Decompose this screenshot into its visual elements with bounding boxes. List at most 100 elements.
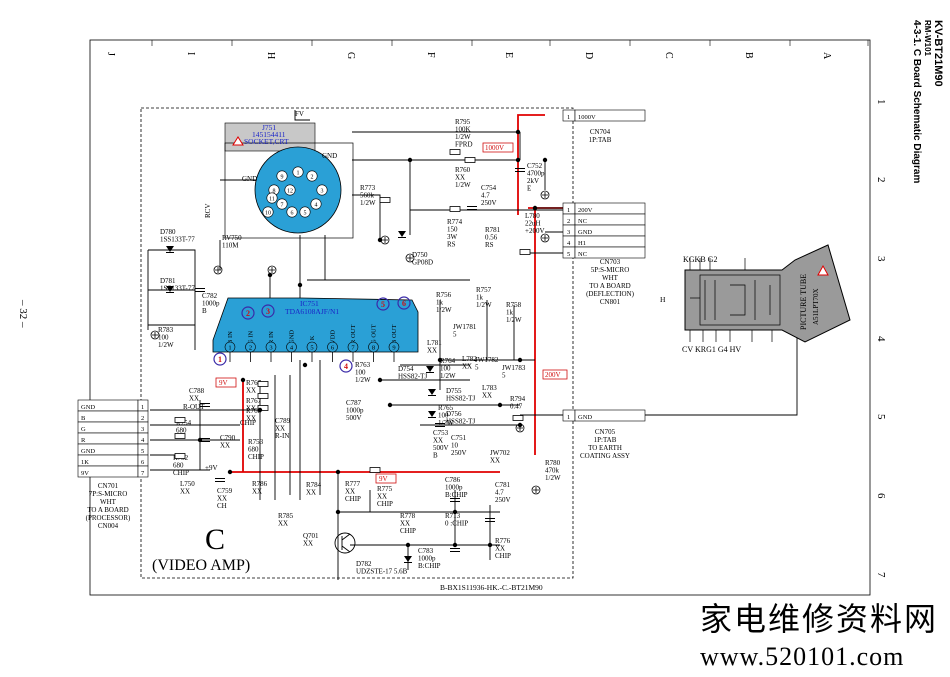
svg-text:250V: 250V: [481, 199, 497, 207]
cn701-pin-num-2: 2: [141, 415, 144, 422]
ic-pin-3: R IN3: [265, 331, 277, 362]
cn701-pin-num-6: 6: [141, 459, 145, 466]
socket-pin-6: 6: [286, 206, 298, 218]
svg-text:2kV: 2kV: [527, 177, 539, 185]
svg-text:R794: R794: [510, 395, 526, 403]
svg-text:CH: CH: [217, 502, 227, 510]
junction-dot-10: [377, 377, 383, 383]
svg-text:B OUT: B OUT: [391, 325, 398, 344]
ic-callout-5: 5: [376, 297, 390, 311]
ic-pin-1: B IN1: [224, 331, 236, 362]
cn703-pin-name-1: 200V: [578, 207, 593, 214]
svg-text:R768: R768: [246, 407, 262, 415]
svg-text:CHIP: CHIP: [400, 527, 416, 535]
svg-text:100: 100: [355, 369, 366, 377]
cn703-pin-num-3: 3: [567, 229, 570, 236]
svg-text:680: 680: [248, 446, 259, 454]
svg-text:R OUT: R OUT: [350, 325, 357, 344]
socket-ref: J751: [262, 123, 276, 132]
svg-text:B: B: [433, 452, 438, 460]
svg-text:100: 100: [440, 365, 451, 373]
resistor-symbol-3: [464, 157, 476, 163]
svg-text:C787: C787: [346, 399, 362, 407]
svg-text:R757: R757: [476, 286, 492, 294]
svg-text:1: 1: [297, 170, 300, 176]
svg-text:RS: RS: [447, 241, 456, 249]
svg-text:XX: XX: [217, 495, 227, 503]
board-code: B-BX1S11936-HK.-C.-BT21M90: [440, 583, 543, 592]
capacitor-symbol-5: [485, 518, 495, 522]
junction-dot-14: [227, 469, 233, 475]
svg-text:XX: XX: [220, 442, 230, 450]
svg-text:R778: R778: [400, 512, 416, 520]
svg-text:R785: R785: [278, 512, 294, 520]
svg-text:2: 2: [249, 345, 252, 352]
junction-dot-9: [437, 357, 443, 363]
junction-dot-16: [335, 509, 341, 515]
svg-text:CHIP: CHIP: [377, 500, 393, 508]
resistor-symbol-8: [174, 417, 186, 423]
junction-dot-3: [542, 157, 548, 163]
svg-text:XX: XX: [306, 489, 316, 497]
sub-model: RM-W101: [923, 20, 932, 57]
svg-text:CHIP: CHIP: [248, 453, 264, 461]
ic-part: TDA6108AJF/N1: [285, 307, 339, 316]
svg-text:150: 150: [447, 226, 458, 234]
svg-text:HSS82-TJ: HSS82-TJ: [446, 418, 475, 426]
svg-text:D782: D782: [356, 560, 372, 568]
tube-bottom-labels: CV KRG1 G4 HV: [682, 345, 741, 354]
capacitor-symbol-7: [215, 478, 225, 482]
svg-text:R767: R767: [246, 397, 262, 405]
resistor-symbol-9: [174, 433, 186, 439]
junction-dot-13: [517, 422, 523, 428]
cn701-pin-num-7: 7: [141, 470, 145, 477]
svg-text:5: 5: [381, 300, 385, 309]
ground-symbol-4: [405, 253, 415, 263]
svg-text:XX: XX: [303, 540, 313, 548]
svg-text:R795: R795: [455, 118, 471, 126]
component-labels: R795100K1/2WFPRDR760XX1/2WC7524700p2kVEC…: [158, 118, 561, 576]
svg-text:1: 1: [218, 355, 222, 364]
svg-text:D756: D756: [446, 410, 462, 418]
diode-symbol-2: [398, 231, 406, 238]
svg-text:XX: XX: [345, 488, 355, 496]
cn701-pin-name-3: G: [81, 426, 86, 433]
grid-col-b: B: [743, 52, 754, 59]
grid-col-c: C: [663, 52, 674, 59]
svg-text:9: 9: [392, 345, 395, 352]
svg-text:L783: L783: [482, 384, 497, 392]
section-title: 4-3-1. C Board Schematic Diagram: [911, 20, 922, 183]
svg-text:11: 11: [269, 196, 275, 202]
svg-text:6: 6: [291, 210, 294, 216]
svg-text:R760: R760: [455, 166, 471, 174]
svg-text:CHIP: CHIP: [240, 419, 256, 427]
junction-dot-11: [387, 402, 393, 408]
grid-col-e: E: [503, 52, 514, 58]
component-r787: CHIP: [240, 419, 256, 427]
svg-text:1/2W: 1/2W: [355, 376, 371, 384]
cn703-pin-num-2: 2: [567, 218, 570, 225]
svg-text:FPRD: FPRD: [455, 141, 473, 149]
grid-col-i: I: [185, 52, 196, 55]
tag-9v-a: 9V: [219, 379, 228, 387]
svg-text:RV750: RV750: [222, 234, 242, 242]
svg-text:D754: D754: [398, 365, 414, 373]
svg-text:6: 6: [331, 345, 335, 352]
cn701-cn: CN004: [98, 522, 119, 530]
grid-col-a: A: [821, 52, 832, 60]
svg-text:HSS82-TJ: HSS82-TJ: [398, 373, 427, 381]
svg-text:1/2W: 1/2W: [545, 474, 561, 482]
wiring: [147, 110, 798, 580]
ic-pin-2: G IN2: [245, 331, 256, 362]
